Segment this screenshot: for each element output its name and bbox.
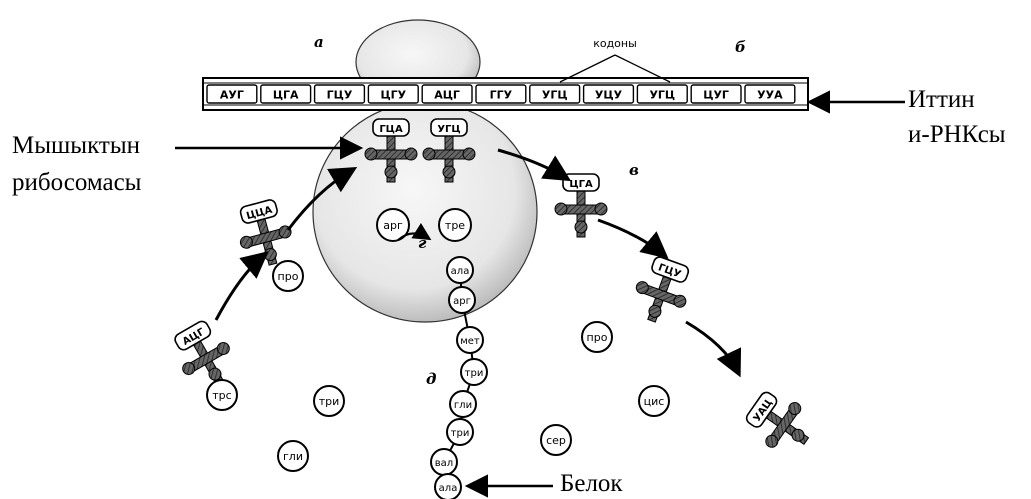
trna-molecule: ГЦУ xyxy=(627,253,697,330)
amino-acid: про xyxy=(273,261,303,291)
mrna-strand: АУГ ЦГА ГЦУ ЦГУ АЦГ ГГУ УГЦ УЦУ УГЦ ЦУГ УУА xyxy=(203,78,808,110)
letter-b: б xyxy=(735,38,746,56)
trna-molecule: ЦГА xyxy=(555,174,607,237)
protein-residue-label: ала xyxy=(439,483,458,494)
amino-acid-label: тре xyxy=(445,219,465,232)
amino-acid-label: арг xyxy=(383,219,403,232)
mrna-codon: ЦГУ xyxy=(368,85,418,103)
amino-acid: гли xyxy=(278,441,308,471)
ribosome-label-line1: Мышыктын xyxy=(12,132,141,161)
amino-acid: тре xyxy=(439,209,471,241)
mrna-codon: ГГУ xyxy=(476,85,526,103)
mrna-codon-label: АЦГ xyxy=(434,89,460,102)
amino-acid-label: трс xyxy=(212,389,231,402)
protein-residue: арг xyxy=(449,287,475,313)
mrna-codon-label: УУА xyxy=(757,89,783,102)
amino-acid-label: про xyxy=(278,270,299,283)
mrna-codon-label: УГЦ xyxy=(542,89,568,102)
amino-acid: три xyxy=(314,386,344,416)
protein-label: Белок xyxy=(560,470,623,499)
trna-anticodon: ЦГА xyxy=(569,179,593,190)
mrna-label-line1: Иттин xyxy=(908,86,1006,115)
protein-residue-label: гли xyxy=(454,400,472,411)
amino-acid-label: про xyxy=(587,331,608,344)
mrna-codon-label: ЦГУ xyxy=(380,89,406,102)
letter-a: а xyxy=(314,33,324,51)
mrna-codon: АЦГ xyxy=(422,85,472,103)
mrna-codon-label: ЦУГ xyxy=(703,89,729,102)
protein-residue-label: три xyxy=(451,428,470,439)
protein-residue: ала xyxy=(447,257,473,283)
amino-acid-label: гли xyxy=(283,450,303,463)
protein-residue-label: арг xyxy=(453,296,471,307)
mrna-codon: УУА xyxy=(745,85,795,103)
protein-residue: мет xyxy=(457,327,483,353)
letter-d: д xyxy=(426,370,436,388)
amino-acid: цис xyxy=(639,386,669,416)
mrna-label-line2: и-РНКсы xyxy=(908,121,1006,150)
mrna-label: Иттин и-РНКсы xyxy=(908,86,1006,150)
mrna-codon-label: АУГ xyxy=(220,89,244,102)
protein-residue: три xyxy=(461,359,487,385)
trna-molecule: УАЦ xyxy=(740,384,821,463)
mrna-codon: ЦУГ xyxy=(691,85,741,103)
trna-molecule: ЦЦА xyxy=(232,197,299,271)
mrna-codon: УЦУ xyxy=(584,85,634,103)
amino-acid: про xyxy=(582,322,612,352)
mrna-codon: УГЦ xyxy=(530,85,580,103)
protein-residue: вал xyxy=(431,449,457,475)
letter-v: в xyxy=(629,161,639,179)
ribosome-label: Мышыктын рибосомасы xyxy=(12,132,141,198)
codons-bracket: кодоны xyxy=(560,37,670,82)
protein-residue: ала xyxy=(435,474,461,499)
protein-residue-label: мет xyxy=(460,336,480,347)
ribosome-label-line2: рибосомасы xyxy=(12,169,141,198)
protein-residue-label: три xyxy=(465,368,484,379)
trna-anticodon: УГЦ xyxy=(437,124,460,135)
amino-acid: трс xyxy=(207,380,237,410)
mrna-codon-label: УГЦ xyxy=(649,89,675,102)
amino-acid-label: цис xyxy=(644,395,665,408)
amino-acid: сер xyxy=(541,425,571,455)
mrna-codon: ГЦУ xyxy=(315,85,365,103)
ribosome-large-subunit xyxy=(313,102,537,322)
mrna-codon: УГЦ xyxy=(637,85,687,103)
protein-residue-label: ала xyxy=(451,266,470,277)
mrna-codon-label: ГГУ xyxy=(490,89,513,102)
codons-caption: кодоны xyxy=(593,37,637,50)
mrna-codon-label: УЦУ xyxy=(595,89,623,102)
protein-residue: три xyxy=(447,419,473,445)
mrna-codon-label: ЦГА xyxy=(273,89,299,102)
protein-residue-label: вал xyxy=(435,458,453,469)
mrna-codon-label: ГЦУ xyxy=(327,89,353,102)
trna-anticodon: ГЦА xyxy=(379,124,403,135)
amino-acid-label: сер xyxy=(546,434,566,447)
protein-residue: гли xyxy=(450,391,476,417)
mrna-codon: АУГ xyxy=(207,85,257,103)
mrna-codon: ЦГА xyxy=(261,85,311,103)
amino-acid-label: три xyxy=(319,395,340,408)
